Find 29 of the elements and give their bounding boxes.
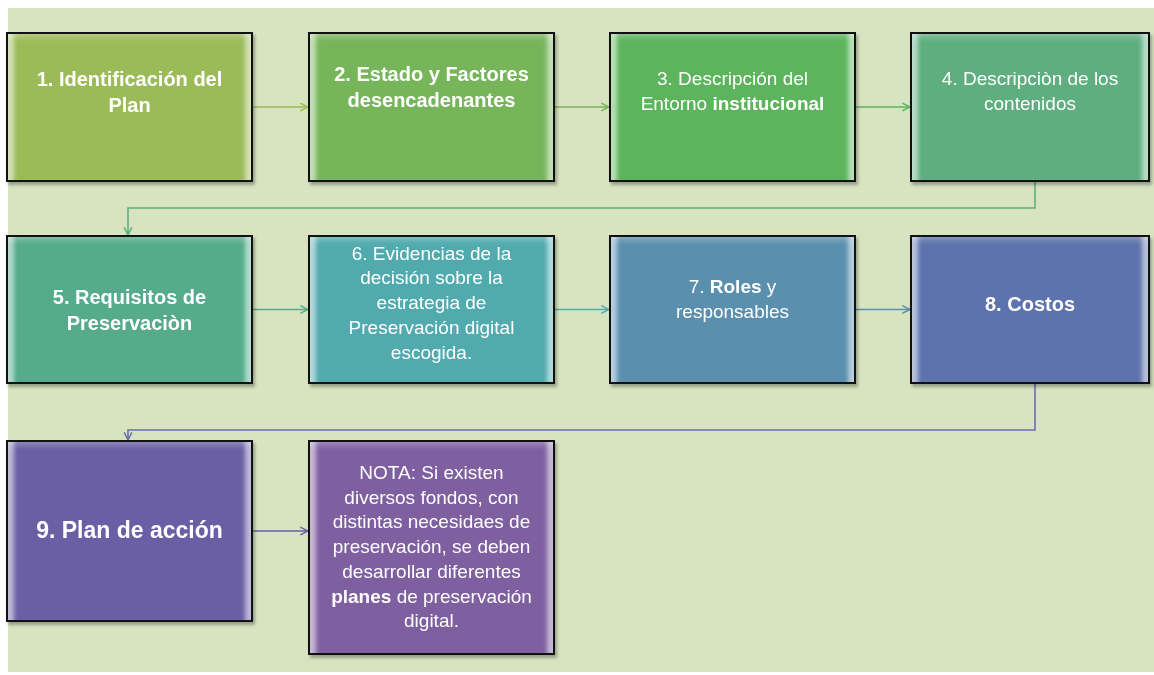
box-text: 3. Descripción del Entorno institucional (639, 67, 826, 116)
box-text: 8. Costos (985, 291, 1075, 317)
process-box (6, 32, 253, 182)
arrow (855, 102, 911, 112)
arrow (123, 181, 1036, 236)
process-box (609, 32, 856, 182)
process-box (308, 32, 555, 182)
box-text: NOTA: Si existen diversos fondos, con distintas necesidaes de preservación, se deben desarrollar diferentes planes de preservación digital. (330, 461, 533, 634)
arrow (252, 304, 309, 315)
box-text: 6. Evidencias de la decisión sobre la estrategia de Preservación digital escogida. (347, 241, 516, 365)
arrow (855, 304, 911, 315)
arrow (252, 526, 309, 536)
box-text: 4. Descripciòn de los contenidos (940, 67, 1120, 116)
box-text: 5. Requisitos de Preservaciòn (51, 284, 208, 336)
box-text: 9. Plan de acción (36, 516, 223, 546)
arrow (123, 383, 1036, 441)
box-text: 1. Identificación del Plan (35, 67, 224, 118)
process-box (308, 440, 555, 655)
process-box (6, 440, 253, 622)
process-box (910, 235, 1150, 384)
arrow (554, 304, 610, 315)
process-box (609, 235, 856, 384)
process-box (910, 32, 1150, 182)
arrow (252, 102, 309, 112)
process-box (6, 235, 253, 384)
box-text: 7. Roles y responsables (675, 274, 790, 324)
process-box (308, 235, 555, 384)
box-text: 2. Estado y Factores desencadenantes (333, 62, 530, 113)
arrow (554, 102, 610, 112)
